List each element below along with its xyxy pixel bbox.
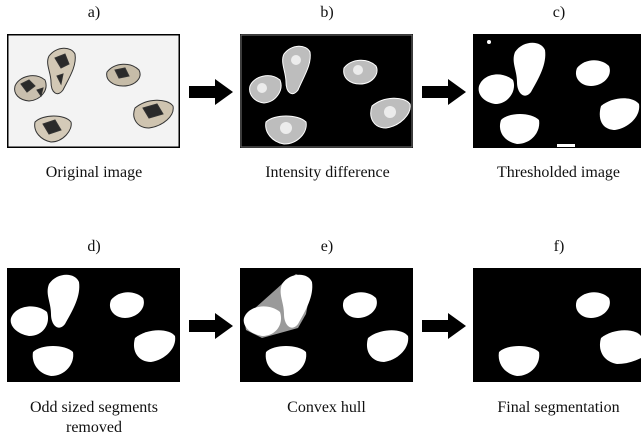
stone-2	[513, 42, 546, 96]
convex-hull-panel	[240, 268, 413, 382]
panel-label-b: b)	[320, 4, 334, 21]
panel-label-e: e)	[320, 238, 334, 255]
stone-1	[478, 74, 515, 104]
intensity-difference-panel	[240, 34, 413, 148]
caption-convex-hull: Convex hull	[287, 399, 366, 416]
stone-2	[47, 47, 76, 95]
stone-1	[14, 75, 47, 102]
stone-2	[47, 274, 80, 328]
panel-label-a: a)	[87, 4, 101, 21]
stone-3	[342, 292, 377, 318]
stone-5	[265, 346, 307, 376]
arrow-right-icon	[189, 313, 233, 339]
caption-thresholded-image: Thresholded image	[496, 164, 621, 181]
stone-5	[34, 115, 72, 143]
panel-label-f: f)	[553, 238, 565, 255]
caption-odd-sized-segments-removed: Odd sized segments removed	[30, 399, 158, 436]
stone-3	[109, 292, 144, 318]
caption-final-segmentation: Final segmentation	[497, 399, 620, 416]
stone-4	[366, 330, 409, 362]
stone-4	[133, 330, 176, 362]
stone-3	[575, 292, 610, 318]
original-image-panel	[7, 34, 180, 148]
arrow-right-icon	[422, 313, 466, 339]
stone-2	[282, 45, 311, 95]
stone-5	[499, 114, 540, 144]
caption-original-image: Original image	[45, 164, 143, 181]
thresholded-image-panel	[473, 34, 641, 148]
caption-intensity-difference: Intensity difference	[265, 164, 390, 181]
stone-3	[106, 63, 141, 87]
panel-label-d: d)	[87, 238, 101, 255]
arrow-right-icon	[422, 79, 466, 105]
stone-4	[133, 99, 174, 129]
stone-4	[599, 98, 640, 130]
stone-4	[599, 330, 641, 364]
stone-5	[32, 346, 74, 376]
panel-label-c: c)	[552, 4, 566, 21]
segments-removed-panel	[7, 268, 180, 382]
stone-1	[243, 306, 282, 336]
stone-1	[10, 306, 49, 336]
arrow-right-icon	[189, 79, 233, 105]
final-segmentation-panel	[473, 268, 641, 382]
stone-2	[280, 274, 313, 328]
stone-5	[498, 346, 540, 376]
stone-3	[575, 60, 610, 86]
